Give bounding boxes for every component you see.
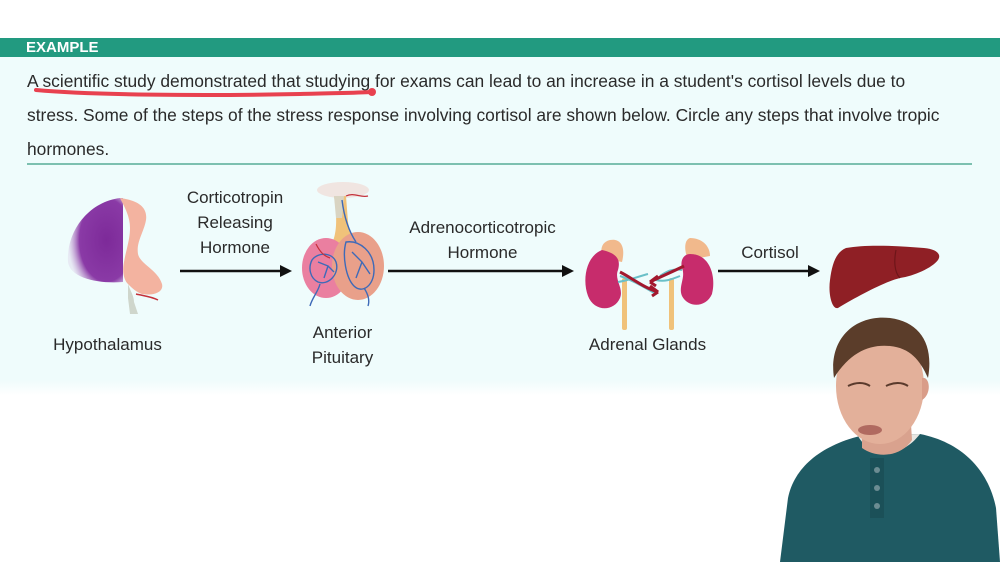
example-panel	[0, 57, 1000, 388]
acth-label-line-2: Hormone	[447, 243, 518, 262]
hypothalamus-illustration-icon	[67, 198, 163, 314]
presenter-video-overlay	[780, 317, 1000, 562]
pituitary-illustration-icon	[302, 182, 384, 307]
crh-arrow-icon	[180, 265, 292, 277]
crh-label-line-3: Hormone	[200, 238, 270, 257]
adrenal-glands-illustration-icon	[585, 238, 714, 330]
anterior-pituitary-label: Anterior Pituitary	[290, 320, 395, 370]
liver-illustration-icon	[829, 245, 940, 309]
panel-fade	[0, 380, 1000, 396]
adrenal-glands-label: Adrenal Glands	[588, 335, 707, 354]
question-line-3: hormones.	[27, 139, 110, 159]
example-header-label: EXAMPLE	[26, 39, 99, 56]
hypothalamus-label: Hypothalamus	[53, 335, 162, 354]
question-text: A scientific study demonstrated that stu…	[27, 64, 982, 166]
crh-label-line-2: Releasing	[197, 213, 273, 232]
question-line-2: stress. Some of the steps of the stress …	[27, 105, 940, 125]
example-header-bar	[0, 38, 1000, 57]
question-line-1: A scientific study demonstrated that stu…	[27, 71, 906, 91]
cortisol-arrow-label: Cortisol	[741, 243, 799, 262]
acth-label-line-1: Adrenocorticotropic	[409, 218, 556, 237]
acth-arrow-label: Adrenocorticotropic Hormone	[390, 215, 575, 265]
section-divider	[27, 163, 972, 165]
cortisol-arrow-icon	[718, 265, 820, 277]
acth-arrow-icon	[388, 265, 574, 277]
anterior-pituitary-label-line-1: Anterior	[312, 323, 373, 342]
crh-arrow-label: Corticotropin Releasing Hormone	[170, 185, 300, 260]
crh-label-line-1: Corticotropin	[186, 188, 284, 207]
anterior-pituitary-label-line-2: Pituitary	[311, 348, 374, 367]
